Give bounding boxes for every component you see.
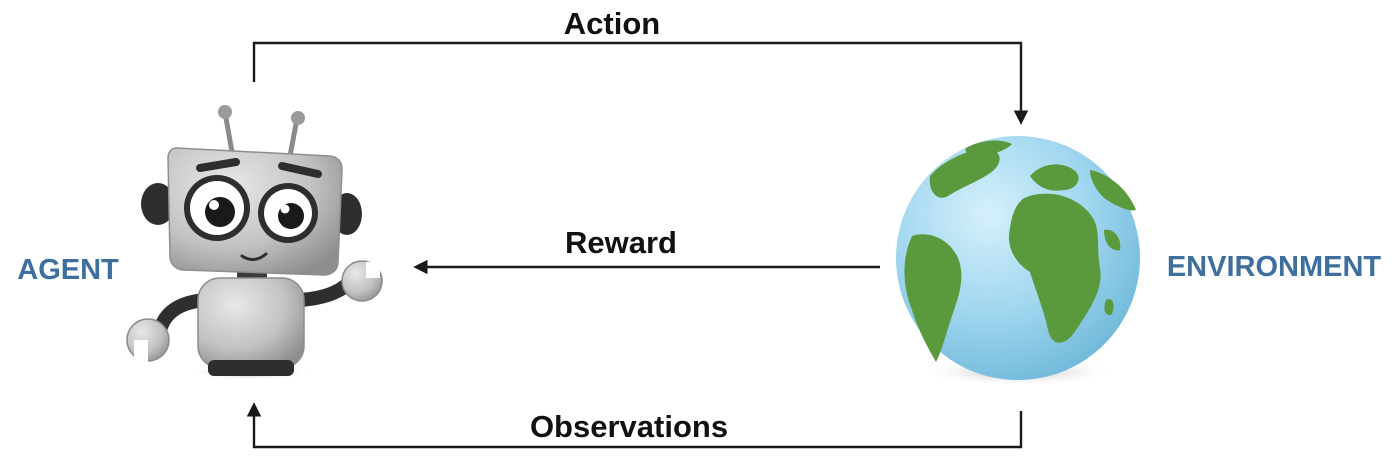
observations-arrow [246, 402, 1023, 449]
reward-label: Reward [565, 225, 677, 260]
robot-icon [126, 105, 383, 381]
action-arrow [252, 41, 1029, 125]
environment-label: ENVIRONMENT [1167, 251, 1382, 283]
globe-icon [896, 136, 1140, 386]
action-label: Action [564, 6, 660, 41]
agent-label: AGENT [17, 254, 119, 286]
observations-label: Observations [530, 409, 728, 444]
